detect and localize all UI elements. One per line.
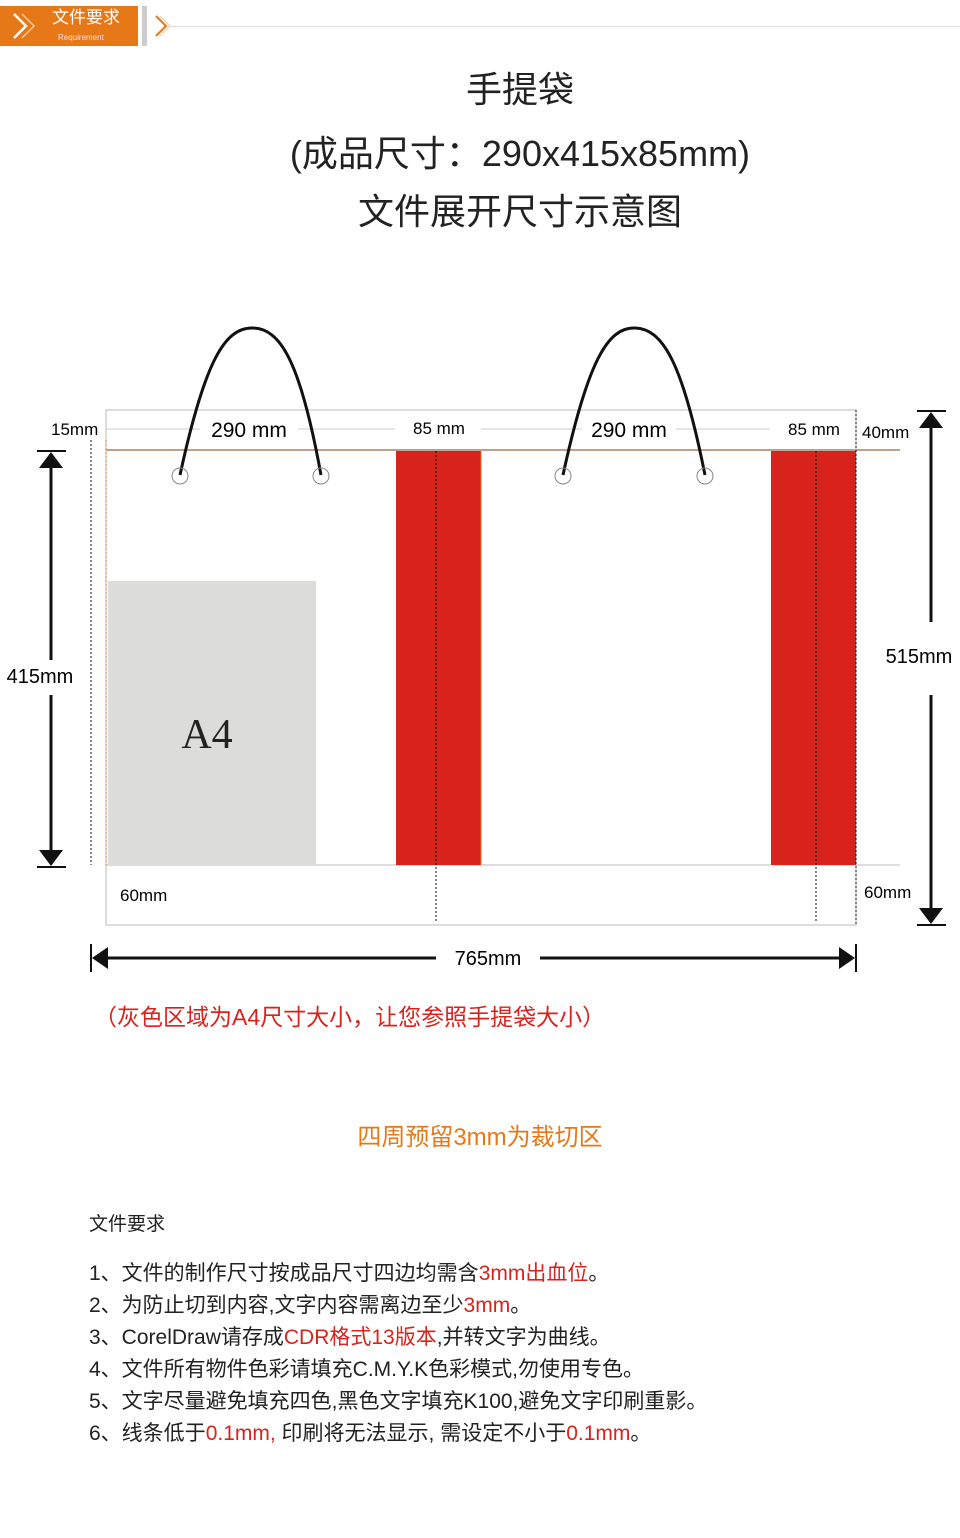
a4-label: A4: [181, 712, 232, 758]
a4-area: [108, 581, 316, 865]
arrow-up-icon: [39, 452, 63, 468]
requirement-text: 5、文字尽量避免填充四色,黑色文字填充K100,避免文字印刷重影。: [89, 1390, 708, 1413]
requirement-text: 2、为防止切到内容,文字内容需离边至少: [89, 1294, 464, 1317]
a4-note: （灰色区域为A4尺寸大小，让您参照手提袋大小）: [94, 1004, 606, 1030]
requirement-text: 1、文件的制作尺寸按成品尺寸四边均需含: [89, 1262, 479, 1285]
label-back-width: 290 mm: [591, 419, 667, 442]
label-top-flap: 40mm: [862, 423, 909, 442]
requirement-highlight: 3mm: [463, 1294, 511, 1317]
header-subtitle: Requirement: [58, 33, 104, 42]
page-subtitle-size: (成品尺寸：290x415x85mm): [289, 133, 751, 174]
label-height: 415mm: [7, 666, 74, 688]
requirements-list: 1、文件的制作尺寸按成品尺寸四边均需含3mm出血位。2、为防止切到内容,文字内容…: [89, 1258, 707, 1450]
grommet-icon: [171, 467, 189, 485]
grommet-icon: [696, 467, 714, 485]
requirement-text: 3、CorelDraw请存成: [89, 1326, 284, 1349]
label-total-width: 765mm: [455, 948, 522, 970]
handle-front: [178, 326, 323, 476]
page-title: 手提袋: [465, 69, 574, 110]
arrow-down-icon: [39, 850, 63, 866]
requirement-text: 印刷将无法显示, 需设定不小于: [275, 1422, 567, 1445]
bag-unfold-diagram: A4 15mm 290 mm 85 mm 290 mm 85 mm 40mm 6…: [7, 326, 953, 972]
arrow-up-icon: [919, 412, 943, 428]
double-chevron-icon: [13, 13, 36, 39]
header-rule: [170, 26, 960, 27]
label-left-margin: 15mm: [51, 420, 98, 439]
page-subtitle-diagram: 文件展开尺寸示意图: [357, 191, 682, 232]
side-panel-2: [771, 451, 856, 865]
requirement-item: 3、CorelDraw请存成CDR格式13版本,并转文字为曲线。: [89, 1322, 707, 1354]
requirement-item: 1、文件的制作尺寸按成品尺寸四边均需含3mm出血位。: [89, 1258, 707, 1290]
requirement-item: 2、为防止切到内容,文字内容需离边至少3mm。: [89, 1290, 707, 1322]
label-side-width-1: 85 mm: [413, 419, 465, 438]
requirement-item: 5、文字尽量避免填充四色,黑色文字填充K100,避免文字印刷重影。: [89, 1386, 707, 1418]
requirement-highlight: 0.1mm: [566, 1422, 631, 1445]
requirements-heading: 文件要求: [89, 1214, 166, 1235]
requirement-highlight: 0.1mm,: [205, 1422, 276, 1445]
requirement-text: ,并转文字为曲线。: [436, 1326, 611, 1349]
handle-back: [561, 326, 707, 476]
header-title: 文件要求: [52, 8, 120, 27]
header-divider: [142, 6, 147, 46]
requirement-item: 6、线条低于0.1mm, 印刷将无法显示, 需设定不小于0.1mm。: [89, 1418, 707, 1450]
requirement-item: 4、文件所有物件色彩请填充C.M.Y.K色彩模式,勿使用专色。: [89, 1354, 707, 1386]
requirement-highlight: CDR格式13版本: [283, 1326, 437, 1349]
grommet-icon: [554, 467, 572, 485]
label-total-height: 515mm: [886, 646, 953, 668]
arrow-right-icon: [839, 947, 855, 969]
requirement-text: 。: [630, 1422, 652, 1445]
label-bottom-left: 60mm: [120, 886, 167, 905]
requirement-text: 6、线条低于: [89, 1422, 206, 1445]
arrow-left-icon: [92, 947, 108, 969]
arrow-down-icon: [919, 908, 943, 924]
label-side-width-2: 85 mm: [788, 420, 840, 439]
grommet-icon: [312, 467, 330, 485]
requirement-text: 。: [510, 1294, 532, 1317]
label-front-width: 290 mm: [211, 419, 287, 442]
label-bottom-right: 60mm: [864, 883, 911, 902]
bleed-note: 四周预留3mm为裁切区: [357, 1124, 603, 1151]
requirement-text: 。: [588, 1262, 610, 1285]
side-panel-1: [396, 451, 481, 865]
requirement-text: 4、文件所有物件色彩请填充C.M.Y.K色彩模式,勿使用专色。: [89, 1358, 644, 1381]
section-header: 文件要求 Requirement: [0, 6, 138, 46]
requirement-highlight: 3mm出血位: [478, 1262, 589, 1285]
